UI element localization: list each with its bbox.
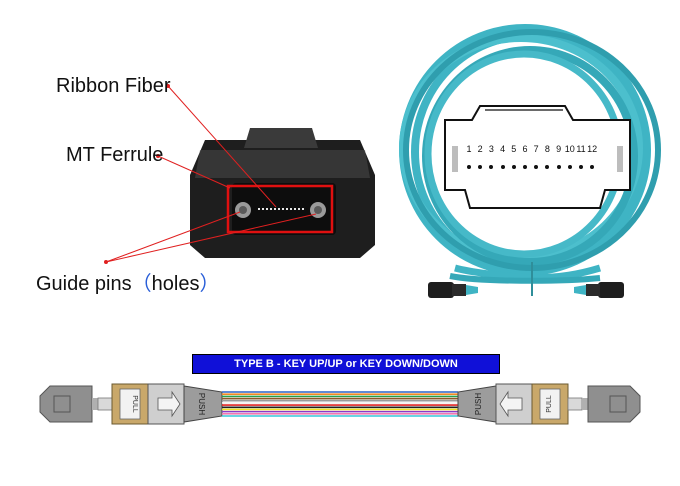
- right-mpo-connector: [457, 383, 583, 425]
- mt-ferrule-highlight-box: [226, 184, 334, 234]
- fiber-dot-9: [556, 165, 561, 169]
- callout-arrowheads: [104, 84, 170, 264]
- fiber-number-6: 6: [522, 144, 528, 154]
- left-mpo-connector: [97, 383, 223, 425]
- fiber-number-2: 2: [477, 144, 483, 154]
- fiber-dot-2: [478, 165, 483, 169]
- cable-end-connector-right: [574, 282, 624, 298]
- fiber-number-3: 3: [488, 144, 494, 154]
- fiber-number-5: 5: [511, 144, 517, 154]
- cable-end-connector-left: [428, 282, 478, 298]
- fiber-dot-8: [545, 165, 550, 169]
- fiber-dot-5: [511, 165, 516, 169]
- polarity-type-banner: TYPE B - KEY UP/UP or KEY DOWN/DOWN: [192, 354, 500, 374]
- paren-close: ）: [199, 273, 220, 295]
- left-dust-cap: [39, 385, 98, 423]
- fiber-number-11: 11: [576, 144, 586, 154]
- fiber-dot-3: [489, 165, 494, 169]
- fiber-dot-4: [500, 165, 505, 169]
- right-push-label: PUSH: [474, 393, 483, 415]
- fiber-dot-11: [579, 165, 583, 169]
- holes-label: holes: [151, 273, 200, 295]
- fiber-number-10: 10: [564, 144, 575, 154]
- mpo-end-face-drawing: [444, 105, 631, 209]
- fiber-dot-1: [467, 165, 471, 169]
- fiber-number-4: 4: [500, 144, 506, 154]
- right-dust-cap: [582, 385, 641, 423]
- callout-lines: [105, 85, 317, 263]
- guide-pins-label-group: Guide pins（holes）: [36, 267, 219, 296]
- ferrule-fiber-holes: [258, 208, 304, 210]
- guide-pins-label: Guide pins: [36, 273, 132, 295]
- fiber-number-12: 12: [587, 144, 598, 154]
- fiber-dot-12: [590, 165, 595, 169]
- fiber-number-8: 8: [544, 144, 550, 154]
- fiber-dot-7: [534, 165, 539, 169]
- fiber-dot-10: [567, 165, 572, 169]
- fiber-number-7: 7: [533, 144, 539, 154]
- fiber-number-9: 9: [556, 144, 562, 154]
- left-push-label: PUSH: [197, 393, 206, 415]
- left-pull-label: PULL: [131, 395, 138, 413]
- right-pull-label: PULL: [546, 395, 553, 413]
- mt-ferrule-label: MT Ferrule: [66, 144, 164, 166]
- ribbon-fiber-label: Ribbon Fiber: [56, 75, 171, 97]
- fiber-ribbon: [222, 391, 458, 417]
- fiber-number-1: 1: [466, 144, 472, 154]
- paren-open: （: [131, 273, 152, 295]
- fiber-dot-6: [523, 165, 527, 169]
